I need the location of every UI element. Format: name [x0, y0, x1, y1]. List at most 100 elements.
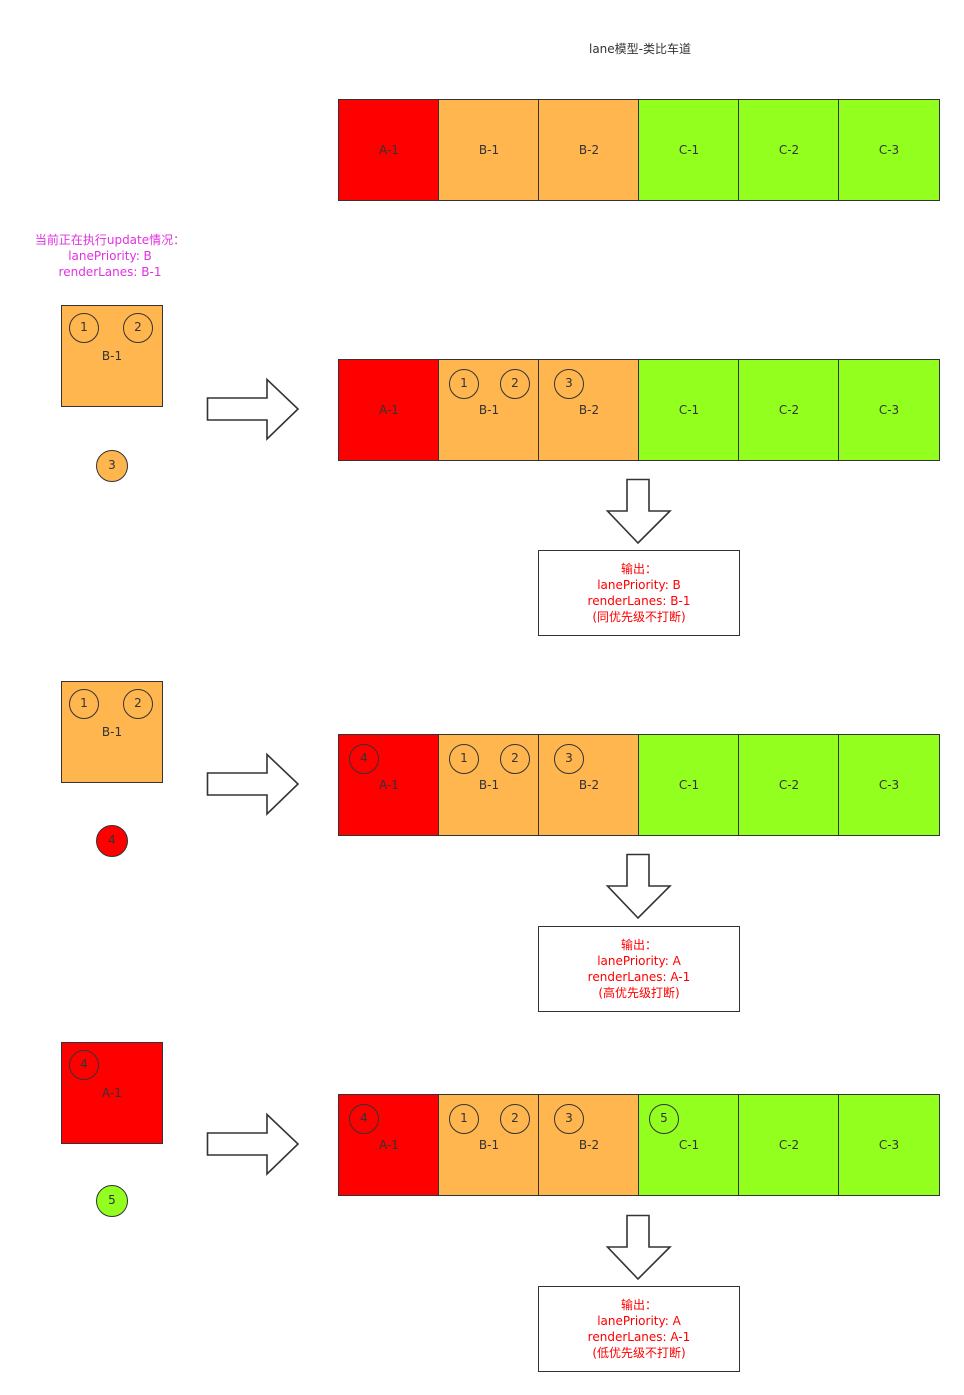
update-circle: 4: [349, 744, 379, 774]
lane-label: C-3: [878, 143, 900, 157]
lane-cell-c1: 5 C-1: [638, 1094, 740, 1196]
update-circle: 2: [123, 313, 153, 343]
lane-cell-a1: A-1: [338, 359, 440, 461]
update-circle: 1: [449, 1104, 479, 1134]
update-circle: 1: [69, 313, 99, 343]
update-circle: 2: [500, 369, 530, 399]
update-circle: 1: [69, 689, 99, 719]
lane-label: B-2: [578, 1138, 600, 1152]
lane-cell-c3: C-3: [838, 1094, 940, 1196]
output-render-lanes: renderLanes: A-1: [587, 970, 691, 984]
current-state-heading: 当前正在执行update情况：: [34, 233, 186, 247]
lane-cell-b1: B-1: [438, 99, 540, 201]
right-arrow-icon: [206, 752, 300, 816]
lane-label: C-3: [878, 403, 900, 417]
lane-label: B-1: [478, 403, 500, 417]
lane-cell-a1: 4 A-1: [338, 1094, 440, 1196]
right-arrow-icon: [206, 377, 300, 441]
update-circle: 2: [500, 1104, 530, 1134]
lane-label: C-2: [778, 1138, 800, 1152]
lane-label: C-3: [878, 1138, 900, 1152]
output-box: 输出： lanePriority: A renderLanes: A-1 (高优…: [538, 926, 740, 1012]
lane-cell-c1: C-1: [638, 99, 740, 201]
lane-bar-scenario-3: 4 A-1 1 2 B-1 3 B-2 5 C-1 C-2 C-3: [338, 1094, 940, 1196]
lane-bar-scenario-2: 4 A-1 1 2 B-1 3 B-2 C-1 C-2 C-3: [338, 734, 940, 836]
incoming-update-dot: 4: [96, 825, 128, 857]
update-circle: 1: [449, 369, 479, 399]
down-arrow-icon: [605, 853, 672, 920]
lane-cell-c1: C-1: [638, 734, 740, 836]
lane-cell-b2: 3 B-2: [538, 1094, 640, 1196]
output-lane-priority: lanePriority: A: [597, 1314, 681, 1328]
lane-label: B-1: [478, 778, 500, 792]
lane-cell-c3: C-3: [838, 359, 940, 461]
update-circle: 2: [500, 744, 530, 774]
down-arrow-icon: [605, 478, 672, 545]
incoming-update-dot: 5: [96, 1185, 128, 1217]
output-lane-priority: lanePriority: A: [597, 954, 681, 968]
lane-cell-c3: C-3: [838, 99, 940, 201]
update-circle: 5: [649, 1104, 679, 1134]
current-state-lane-priority: lanePriority: B: [68, 249, 152, 263]
lane-cell-a1: 4 A-1: [338, 734, 440, 836]
output-heading: 输出：: [620, 938, 657, 952]
update-circle: 4: [349, 1104, 379, 1134]
lane-cell-c1: C-1: [638, 359, 740, 461]
incoming-update-dot: 3: [96, 450, 128, 482]
output-heading: 输出：: [620, 1298, 657, 1312]
lane-label: B-2: [578, 403, 600, 417]
lane-cell-c2: C-2: [738, 734, 840, 836]
running-lane-label: B-1: [101, 725, 123, 739]
lane-label: B-2: [578, 778, 600, 792]
output-note: (低优先级不打断): [592, 1346, 686, 1360]
lane-bar-reference: A-1 B-1 B-2 C-1 C-2 C-3: [338, 99, 940, 201]
diagram-title: lane模型-类比车道: [588, 42, 691, 56]
lane-label: C-2: [778, 403, 800, 417]
output-note: (高优先级打断): [598, 986, 680, 1000]
output-render-lanes: renderLanes: B-1: [587, 594, 691, 608]
lane-cell-b2: 3 B-2: [538, 734, 640, 836]
lane-cell-b1: 1 2 B-1: [438, 1094, 540, 1196]
lane-cell-b1: 1 2 B-1: [438, 359, 540, 461]
update-circle: 1: [449, 744, 479, 774]
lane-label: C-1: [678, 1138, 700, 1152]
running-lane-label: A-1: [102, 1086, 122, 1100]
lane-label: C-1: [678, 403, 700, 417]
lane-label: B-1: [478, 1138, 500, 1152]
lane-cell-b2: 3 B-2: [538, 359, 640, 461]
lane-label: A-1: [379, 143, 399, 157]
running-lane-box: 1 2 B-1: [61, 305, 163, 407]
lane-cell-b2: B-2: [538, 99, 640, 201]
lane-bar-scenario-1: A-1 1 2 B-1 3 B-2 C-1 C-2 C-3: [338, 359, 940, 461]
output-render-lanes: renderLanes: A-1: [587, 1330, 691, 1344]
running-lane-box: 4 A-1: [61, 1042, 163, 1144]
update-circle: 3: [554, 369, 584, 399]
lane-label: C-2: [778, 143, 800, 157]
output-box: 输出： lanePriority: B renderLanes: B-1 (同优…: [538, 550, 740, 636]
lane-cell-a1: A-1: [338, 99, 440, 201]
lane-cell-c2: C-2: [738, 1094, 840, 1196]
lane-label: B-1: [478, 143, 500, 157]
lane-label: A-1: [379, 1138, 399, 1152]
lane-cell-c2: C-2: [738, 359, 840, 461]
lane-label: A-1: [379, 403, 399, 417]
running-lane-box: 1 2 B-1: [61, 681, 163, 783]
output-lane-priority: lanePriority: B: [597, 578, 681, 592]
right-arrow-icon: [206, 1112, 300, 1176]
lane-label: C-1: [678, 778, 700, 792]
lane-label: C-3: [878, 778, 900, 792]
down-arrow-icon: [605, 1214, 672, 1281]
lane-label: A-1: [379, 778, 399, 792]
current-state-render-lanes: renderLanes: B-1: [58, 265, 162, 279]
lane-cell-b1: 1 2 B-1: [438, 734, 540, 836]
output-heading: 输出：: [620, 562, 657, 576]
lane-label: C-1: [678, 143, 700, 157]
lane-label: C-2: [778, 778, 800, 792]
running-lane-label: B-1: [101, 349, 123, 363]
current-state-note: 当前正在执行update情况： lanePriority: B renderLa…: [20, 232, 200, 280]
update-circle: 2: [123, 689, 153, 719]
update-circle: 3: [554, 744, 584, 774]
output-note: (同优先级不打断): [592, 610, 686, 624]
lane-cell-c3: C-3: [838, 734, 940, 836]
output-box: 输出： lanePriority: A renderLanes: A-1 (低优…: [538, 1286, 740, 1372]
